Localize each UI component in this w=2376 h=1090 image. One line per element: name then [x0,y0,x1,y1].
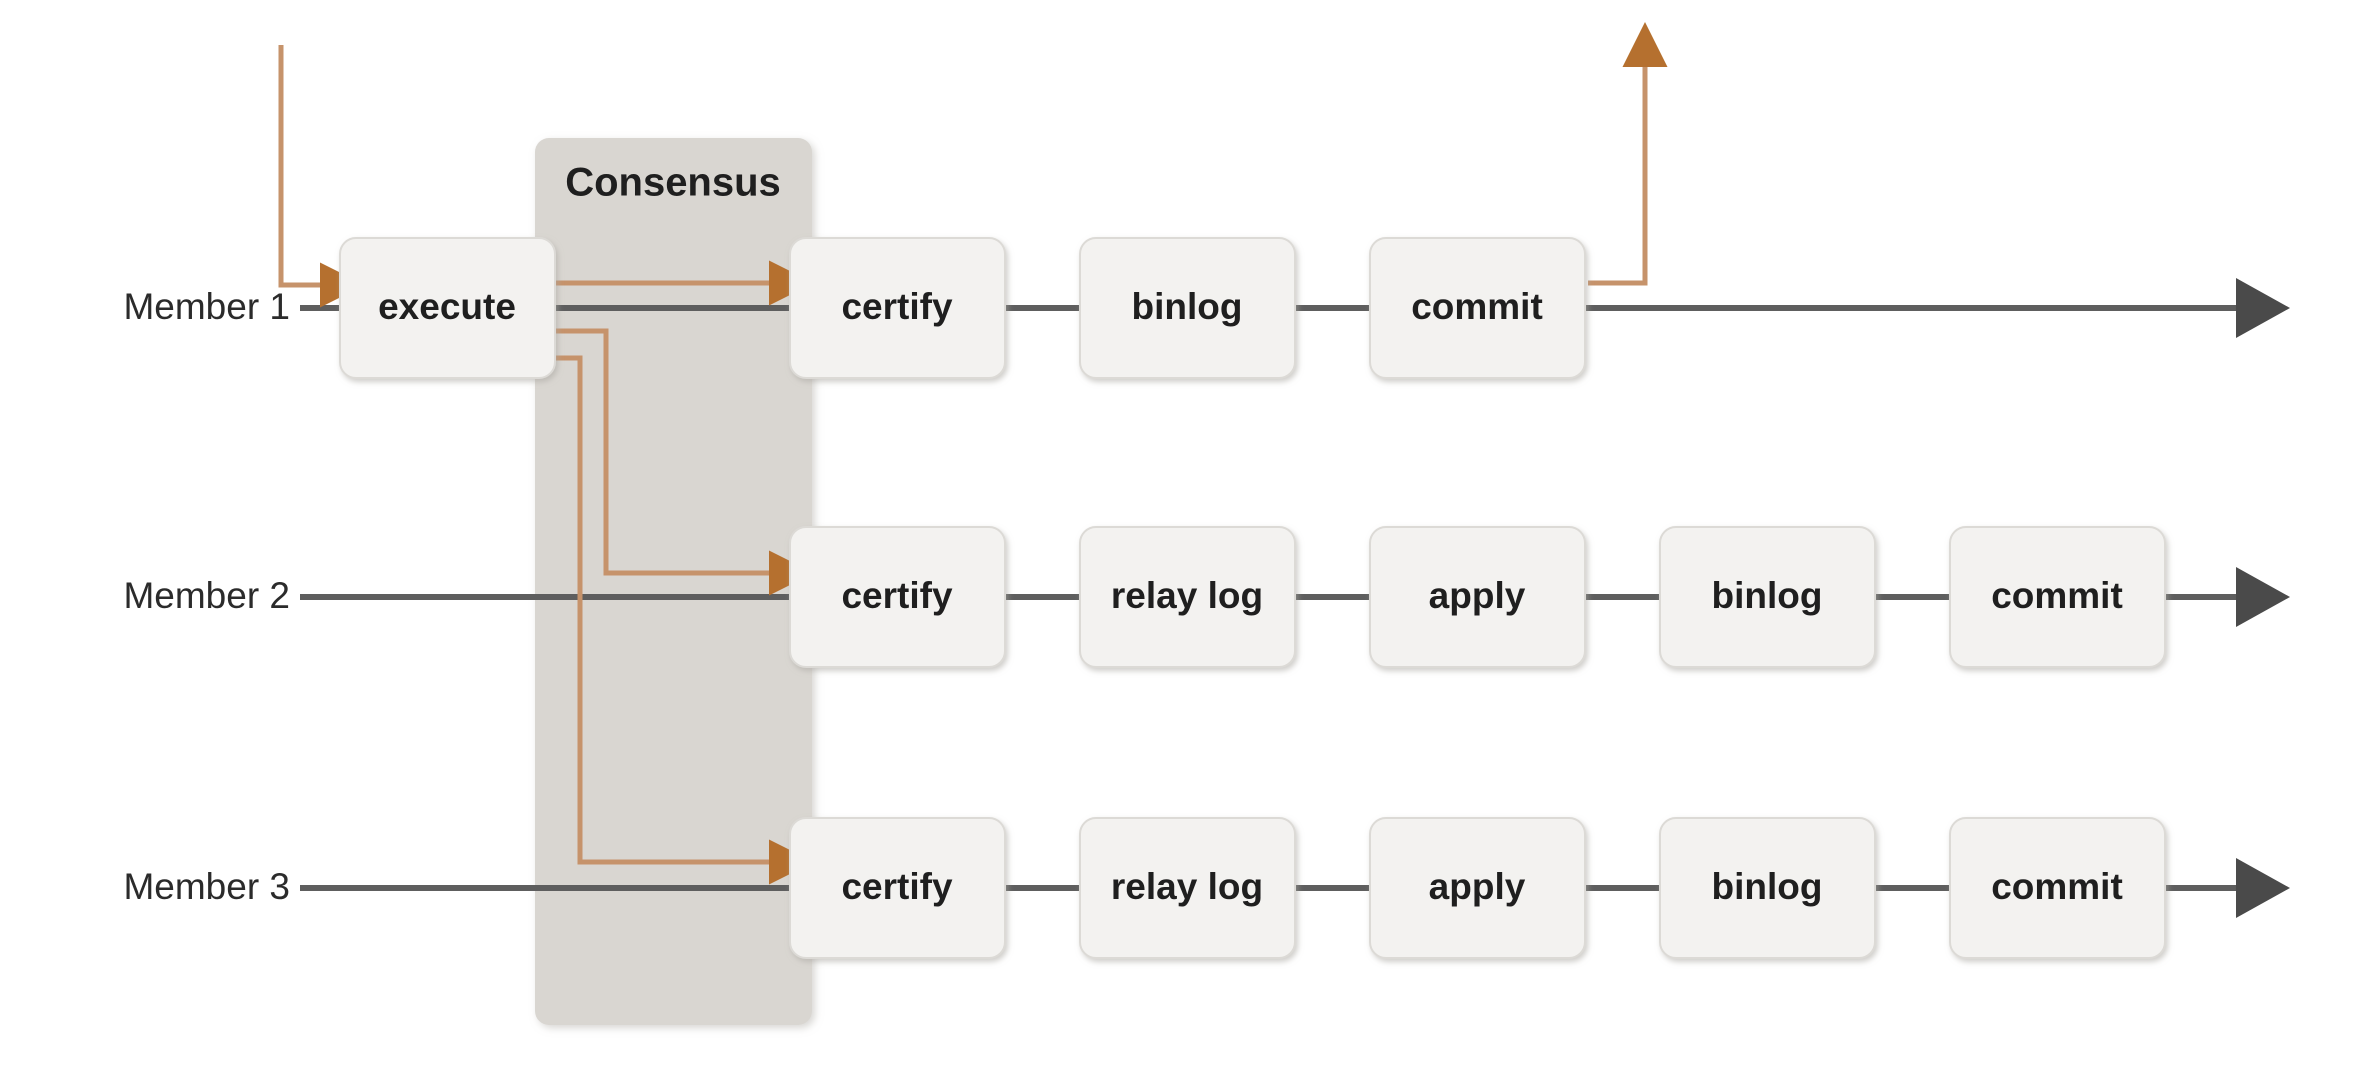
node-m2-relay-log-label: relay log [1111,575,1263,616]
node-m1-binlog-label: binlog [1132,286,1243,327]
consensus-flow-arrows [278,22,1668,885]
node-m3-certify-rect[interactable] [789,817,1006,959]
node-m3-relay-log-label: relay log [1111,866,1263,907]
node-m2-certify-rect[interactable] [789,526,1006,668]
flow-commit-response-out-arrow [1588,22,1668,286]
node-m3-relay-log-rect[interactable] [1079,817,1296,959]
node-m3-commit[interactable]: commit [1949,817,2166,959]
flow-client-request-in-arrow [278,45,365,308]
node-m2-apply[interactable]: apply [1369,526,1586,668]
member-3-label: Member 3 [123,866,290,907]
node-m2-apply-label: apply [1429,575,1526,616]
consensus-band-label: Consensus [565,161,781,205]
node-m3-binlog-label: binlog [1712,866,1823,907]
node-m1-commit[interactable]: commit [1369,237,1586,379]
node-m3-commit-rect[interactable] [1949,817,2166,959]
node-m3-binlog-rect[interactable] [1659,817,1876,959]
node-m1-commit-rect[interactable] [1369,237,1586,379]
node-m2-binlog[interactable]: binlog [1659,526,1876,668]
node-m2-relay-log-rect[interactable] [1079,526,1296,668]
node-m1-commit-label: commit [1411,286,1543,327]
member-3-nodes: certify relay log apply binlog commit [789,817,2166,959]
node-m3-binlog[interactable]: binlog [1659,817,1876,959]
node-m1-certify-rect[interactable] [789,237,1006,379]
node-m1-execute-label: execute [378,286,516,327]
node-m3-apply-label: apply [1429,866,1526,907]
member-1-label: Member 1 [123,286,290,327]
node-m2-binlog-rect[interactable] [1659,526,1876,668]
node-m3-apply[interactable]: apply [1369,817,1586,959]
consensus-band: Consensus [535,138,812,1025]
member-1-nodes: execute certify binlog commit [339,237,1586,379]
flow-execute-to-member2-certify-arrow [556,328,814,596]
node-m3-relay-log[interactable]: relay log [1079,817,1296,959]
node-m2-commit-rect[interactable] [1949,526,2166,668]
node-m3-certify-label: certify [841,866,952,907]
member-2-label: Member 2 [123,575,290,616]
node-m2-relay-log[interactable]: relay log [1079,526,1296,668]
node-m1-execute[interactable]: execute [339,237,556,379]
node-m2-certify[interactable]: certify [789,526,1006,668]
node-m1-binlog[interactable]: binlog [1079,237,1296,379]
node-m1-certify-label: certify [841,286,952,327]
node-m2-commit[interactable]: commit [1949,526,2166,668]
node-m2-commit-label: commit [1991,575,2123,616]
node-m3-commit-label: commit [1991,866,2123,907]
node-m3-apply-rect[interactable] [1369,817,1586,959]
node-m1-certify[interactable]: certify [789,237,1006,379]
node-m2-binlog-label: binlog [1712,575,1823,616]
node-m2-apply-rect[interactable] [1369,526,1586,668]
flow-execute-to-member3-certify-arrow [556,355,814,885]
node-m2-certify-label: certify [841,575,952,616]
consensus-band-rect [535,138,812,1025]
node-m3-certify[interactable]: certify [789,817,1006,959]
node-m1-binlog-rect[interactable] [1079,237,1296,379]
member-2-nodes: certify relay log apply binlog commit [789,526,2166,668]
node-m1-execute-rect[interactable] [339,237,556,379]
